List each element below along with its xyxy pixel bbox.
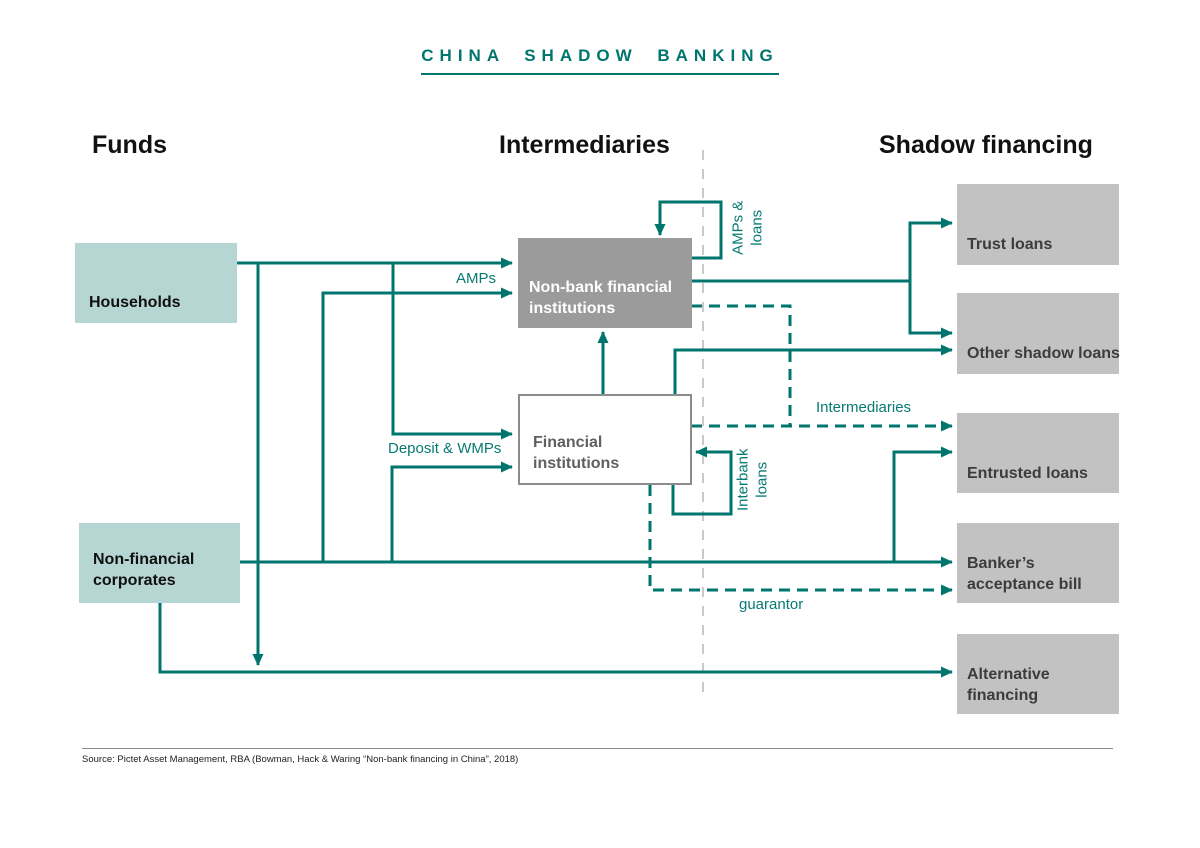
edge-nfc-to-alternative-financing — [158, 603, 953, 678]
node-households: Households — [75, 243, 237, 323]
node-alternative-financing: Alternative financing — [957, 634, 1119, 714]
node-other-shadow-loans-label: Other shadow loans — [967, 344, 1120, 362]
edge-nfc-to-fi-deposit — [390, 461, 513, 562]
edge-nbfi-to-trust-loans — [691, 217, 953, 283]
edge-fi-guarantor-to-bankers-acceptance-bill — [648, 485, 953, 596]
title-container: CHINA SHADOW BANKING — [0, 46, 1200, 75]
node-trust-loans-label: Trust loans — [967, 235, 1053, 253]
node-trust-loans: Trust loans — [957, 184, 1119, 265]
edge-fi-self-loop-interbank — [671, 446, 733, 516]
node-households-label: Households — [89, 293, 181, 311]
node-alternative-financing-label: Alternative financing — [967, 665, 1050, 704]
edge-fi-to-other-shadow-loans — [673, 344, 953, 394]
edge-nbfi-to-other-shadow-loans — [908, 281, 953, 339]
column-header-intermediaries: Intermediaries — [499, 131, 670, 159]
node-non-bank-financial-institutions-label: Non-bank financial institutions — [529, 278, 673, 317]
node-non-bank-financial-institutions: Non-bank financial institutions — [518, 238, 692, 328]
source-attribution: Source: Pictet Asset Management, RBA (Bo… — [82, 754, 519, 765]
footer-divider — [82, 748, 1113, 749]
page-title: CHINA SHADOW BANKING — [421, 46, 779, 75]
edge-label-amps-and-loans: AMPs & loans — [729, 200, 765, 255]
edge-label-interbank-loans: Interbank loans — [734, 448, 770, 512]
node-non-financial-corporates-label: Non-financial corporates — [93, 550, 195, 589]
edge-label-amps: AMPs — [456, 270, 497, 287]
column-header-shadow-financing: Shadow financing — [879, 131, 1093, 159]
node-financial-institutions-label: Financial institutions — [533, 433, 620, 472]
edge-nbfi-dashed-to-intermediaries-line — [691, 304, 792, 426]
node-other-shadow-loans: Other shadow loans — [957, 293, 1120, 374]
edge-label-intermediaries: Intermediaries — [816, 399, 912, 416]
node-entrusted-loans: Entrusted loans — [957, 413, 1119, 493]
edge-label-guarantor: guarantor — [739, 596, 804, 613]
node-bankers-acceptance-bill-label: Banker’s acceptance bill — [967, 554, 1082, 593]
edge-nbfi-self-loop-amps-loans — [654, 200, 723, 260]
edge-households-to-fi-deposit — [391, 263, 513, 440]
node-financial-institutions: Financial institutions — [518, 394, 692, 485]
edge-nfc-to-nbfi-amps — [321, 287, 513, 562]
edge-label-deposit-and-wmps: Deposit & WMPs — [388, 440, 502, 457]
node-non-financial-corporates: Non-financial corporates — [79, 523, 240, 603]
column-header-funds: Funds — [92, 131, 167, 159]
node-entrusted-loans-label: Entrusted loans — [967, 464, 1088, 482]
edge-nfc-to-entrusted-loans — [892, 446, 953, 562]
node-bankers-acceptance-bill: Banker’s acceptance bill — [957, 523, 1119, 603]
